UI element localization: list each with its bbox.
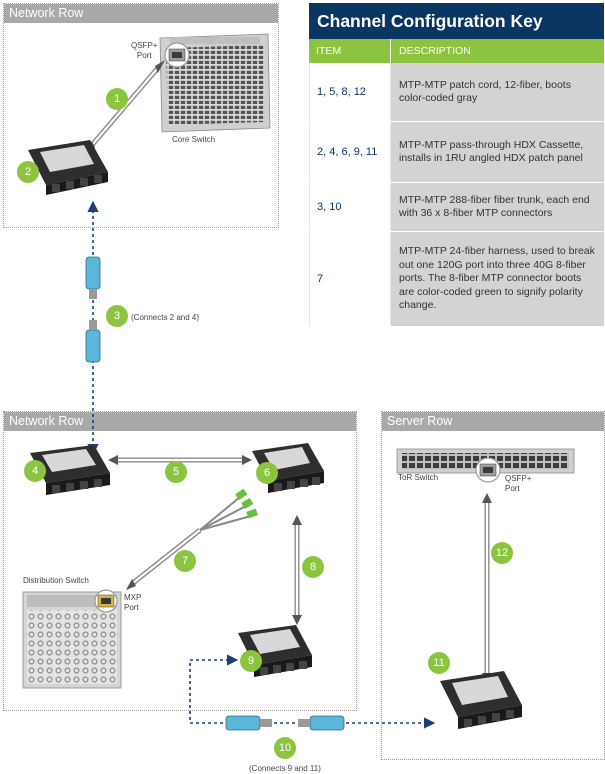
badge-5: 5 — [165, 461, 187, 483]
cassette-2 — [28, 140, 108, 195]
badge-4: 4 — [24, 460, 46, 482]
cable-8 — [292, 515, 302, 625]
cable-1 — [85, 60, 165, 154]
distribution-switch-label: Distribution Switch — [23, 576, 89, 585]
badge-9: 9 — [240, 650, 262, 672]
core-switch-label: Core Switch — [172, 135, 216, 144]
cable-12 — [482, 493, 492, 683]
key-header-row: ITEM DESCRIPTION — [309, 39, 604, 63]
key-row: 3, 10 MTP-MTP 288-fiber fiber trunk, eac… — [309, 183, 604, 232]
badge-2: 2 — [17, 161, 39, 183]
key-col-description: DESCRIPTION — [399, 45, 471, 57]
qsfp-port-zoom-server — [475, 457, 501, 483]
connects-9-11-label: (Connects 9 and 11) — [249, 764, 321, 773]
badge-11: 11 — [428, 652, 450, 674]
key-title: Channel Configuration Key — [309, 3, 604, 39]
harness-7 — [126, 488, 259, 590]
badge-8: 8 — [302, 556, 324, 578]
badge-7: 7 — [174, 550, 196, 572]
key-row: 1, 5, 8, 12 MTP-MTP patch cord, 12-fiber… — [309, 63, 604, 122]
network-row-top-title: Network Row — [4, 4, 278, 23]
distribution-switch — [22, 591, 122, 689]
key-row: 2, 4, 6, 9, 11 MTP-MTP pass-through HDX … — [309, 122, 604, 183]
key-description: MTP-MTP pass-through HDX Cassette, insta… — [391, 122, 604, 182]
key-col-item: ITEM — [309, 39, 391, 63]
tor-switch-label: ToR Switch — [398, 473, 439, 482]
trunk-10 — [189, 654, 436, 731]
mxp-port-label: MXP Port — [124, 593, 142, 612]
key-description: MTP-MTP 24-fiber harness, used to break … — [391, 232, 604, 326]
qsfp-port-label-server: QSFP+ Port — [505, 474, 532, 493]
channel-configuration-key: Channel Configuration Key ITEM DESCRIPTI… — [309, 3, 604, 327]
trunk-3 — [85, 200, 101, 456]
badge-10: 10 — [274, 737, 296, 759]
mxp-port-zoom — [94, 589, 118, 613]
qsfp-port-zoom-top — [164, 42, 190, 68]
key-description: MTP-MTP patch cord, 12-fiber, boots colo… — [391, 63, 604, 121]
badge-1: 1 — [106, 88, 128, 110]
cassette-4 — [30, 445, 110, 495]
cassette-11 — [440, 671, 522, 729]
badge-12: 12 — [491, 542, 513, 564]
key-item: 1, 5, 8, 12 — [309, 63, 391, 121]
badge-3: 3 — [106, 305, 128, 327]
qsfp-port-label-top: QSFP+ Port — [131, 41, 158, 60]
server-row-title: Server Row — [382, 412, 604, 431]
key-row: 7 MTP-MTP 24-fiber harness, used to brea… — [309, 232, 604, 327]
key-item: 7 — [309, 232, 391, 326]
cable-5 — [108, 455, 252, 465]
key-item: 2, 4, 6, 9, 11 — [309, 122, 391, 182]
badge-6: 6 — [256, 462, 278, 484]
key-description: MTP-MTP 288-fiber fiber trunk, each end … — [391, 183, 604, 231]
connects-2-4-label: (Connects 2 and 4) — [131, 313, 200, 322]
key-item: 3, 10 — [309, 183, 391, 231]
